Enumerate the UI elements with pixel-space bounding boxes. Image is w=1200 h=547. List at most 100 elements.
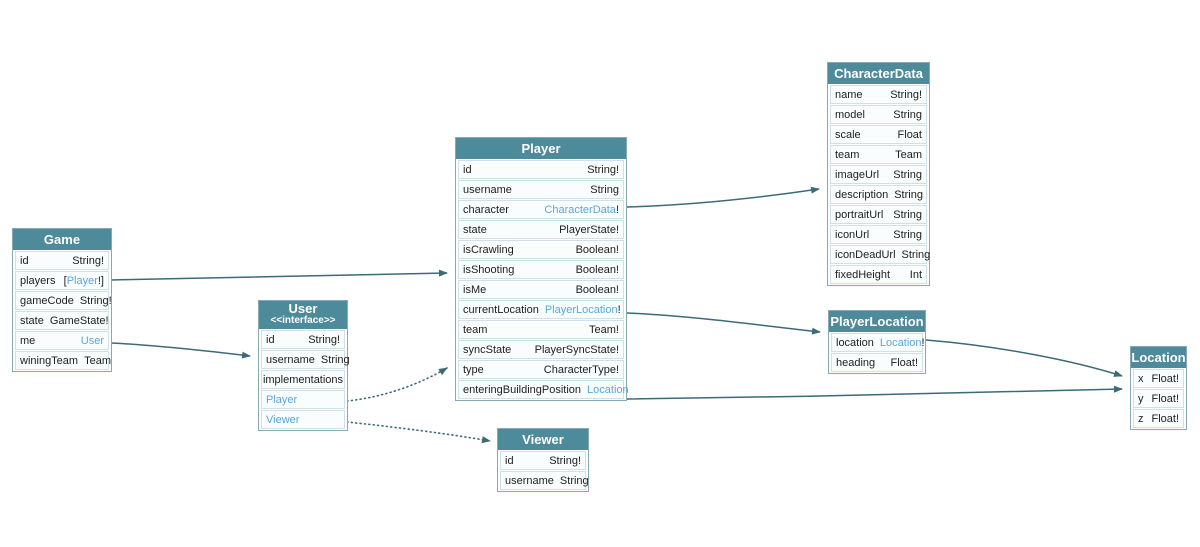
type-text: String [893, 228, 922, 241]
field-row-description[interactable]: description String [830, 185, 927, 204]
type-link[interactable]: Location [587, 383, 629, 396]
type-link[interactable]: User [80, 334, 104, 347]
type-text: [ [63, 274, 67, 287]
field-type: String! [72, 255, 104, 267]
field-type: String [894, 189, 923, 201]
type-text: String [894, 188, 923, 201]
field-name: isShooting [463, 263, 515, 276]
field-type: Team [895, 149, 922, 161]
node-header-location[interactable]: Location [1131, 347, 1186, 368]
field-row-id[interactable]: id String! [458, 160, 624, 179]
type-text: String! [549, 454, 581, 467]
field-name: model [835, 108, 865, 121]
type-text: String [893, 208, 922, 221]
field-name: description [835, 188, 889, 201]
type-text: Team [895, 148, 922, 161]
type-link[interactable]: Location [879, 336, 922, 349]
node-title: Location [1131, 350, 1186, 365]
field-row-team[interactable]: team Team! [458, 320, 624, 339]
type-text: String [559, 474, 589, 487]
node-header-player[interactable]: Player [456, 138, 626, 159]
type-text: String [320, 353, 350, 366]
field-name: iconDeadUrl [835, 248, 896, 261]
type-link[interactable]: CharacterData [544, 203, 616, 216]
type-text: Float! [1151, 392, 1179, 405]
field-row-username[interactable]: username String [500, 471, 589, 490]
node-title: User [288, 301, 318, 316]
field-name: id [266, 333, 275, 346]
node-header-playerlocation[interactable]: PlayerLocation [829, 311, 925, 332]
type-text: String [901, 248, 931, 261]
field-name: x [1138, 372, 1144, 385]
field-row-icondeadurl[interactable]: iconDeadUrl String [830, 245, 930, 264]
field-name: team [463, 323, 488, 336]
field-row-enteringbuildingposition[interactable]: enteringBuildingPosition Location [458, 380, 629, 399]
node-header-characterdata[interactable]: CharacterData [828, 63, 929, 84]
edge-playerlocation-location-to-location [925, 339, 1123, 377]
field-row-team[interactable]: team Team [830, 145, 927, 164]
field-type: Float! [1151, 413, 1179, 425]
node-header-viewer[interactable]: Viewer [498, 429, 588, 450]
node-header-user[interactable]: User<<interface>> [259, 301, 347, 329]
field-type: String [321, 354, 350, 366]
field-name: state [463, 223, 487, 236]
type-text: ! [615, 203, 619, 216]
type-text: Team! [589, 323, 619, 336]
type-text: String [590, 183, 619, 196]
node-header-game[interactable]: Game [13, 229, 111, 250]
implementation-row-player[interactable]: Player [261, 390, 345, 409]
field-name: team [835, 148, 860, 161]
node-title: Viewer [522, 432, 564, 447]
field-type: String! [587, 164, 619, 176]
field-type: Location [587, 384, 629, 396]
type-text: String [893, 168, 922, 181]
field-row-players[interactable]: players[Player!] [15, 271, 109, 290]
field-name: id [463, 163, 472, 176]
type-link[interactable]: Player [266, 393, 298, 406]
field-name: username [505, 474, 554, 487]
field-name: state [20, 314, 44, 327]
type-link[interactable]: PlayerLocation [544, 303, 618, 316]
implementation-row-viewer[interactable]: Viewer [261, 410, 345, 429]
field-name: enteringBuildingPosition [463, 383, 582, 396]
type-text: ! [617, 303, 621, 316]
type-link[interactable]: Player [66, 274, 98, 287]
type-link[interactable]: Viewer [266, 413, 300, 426]
